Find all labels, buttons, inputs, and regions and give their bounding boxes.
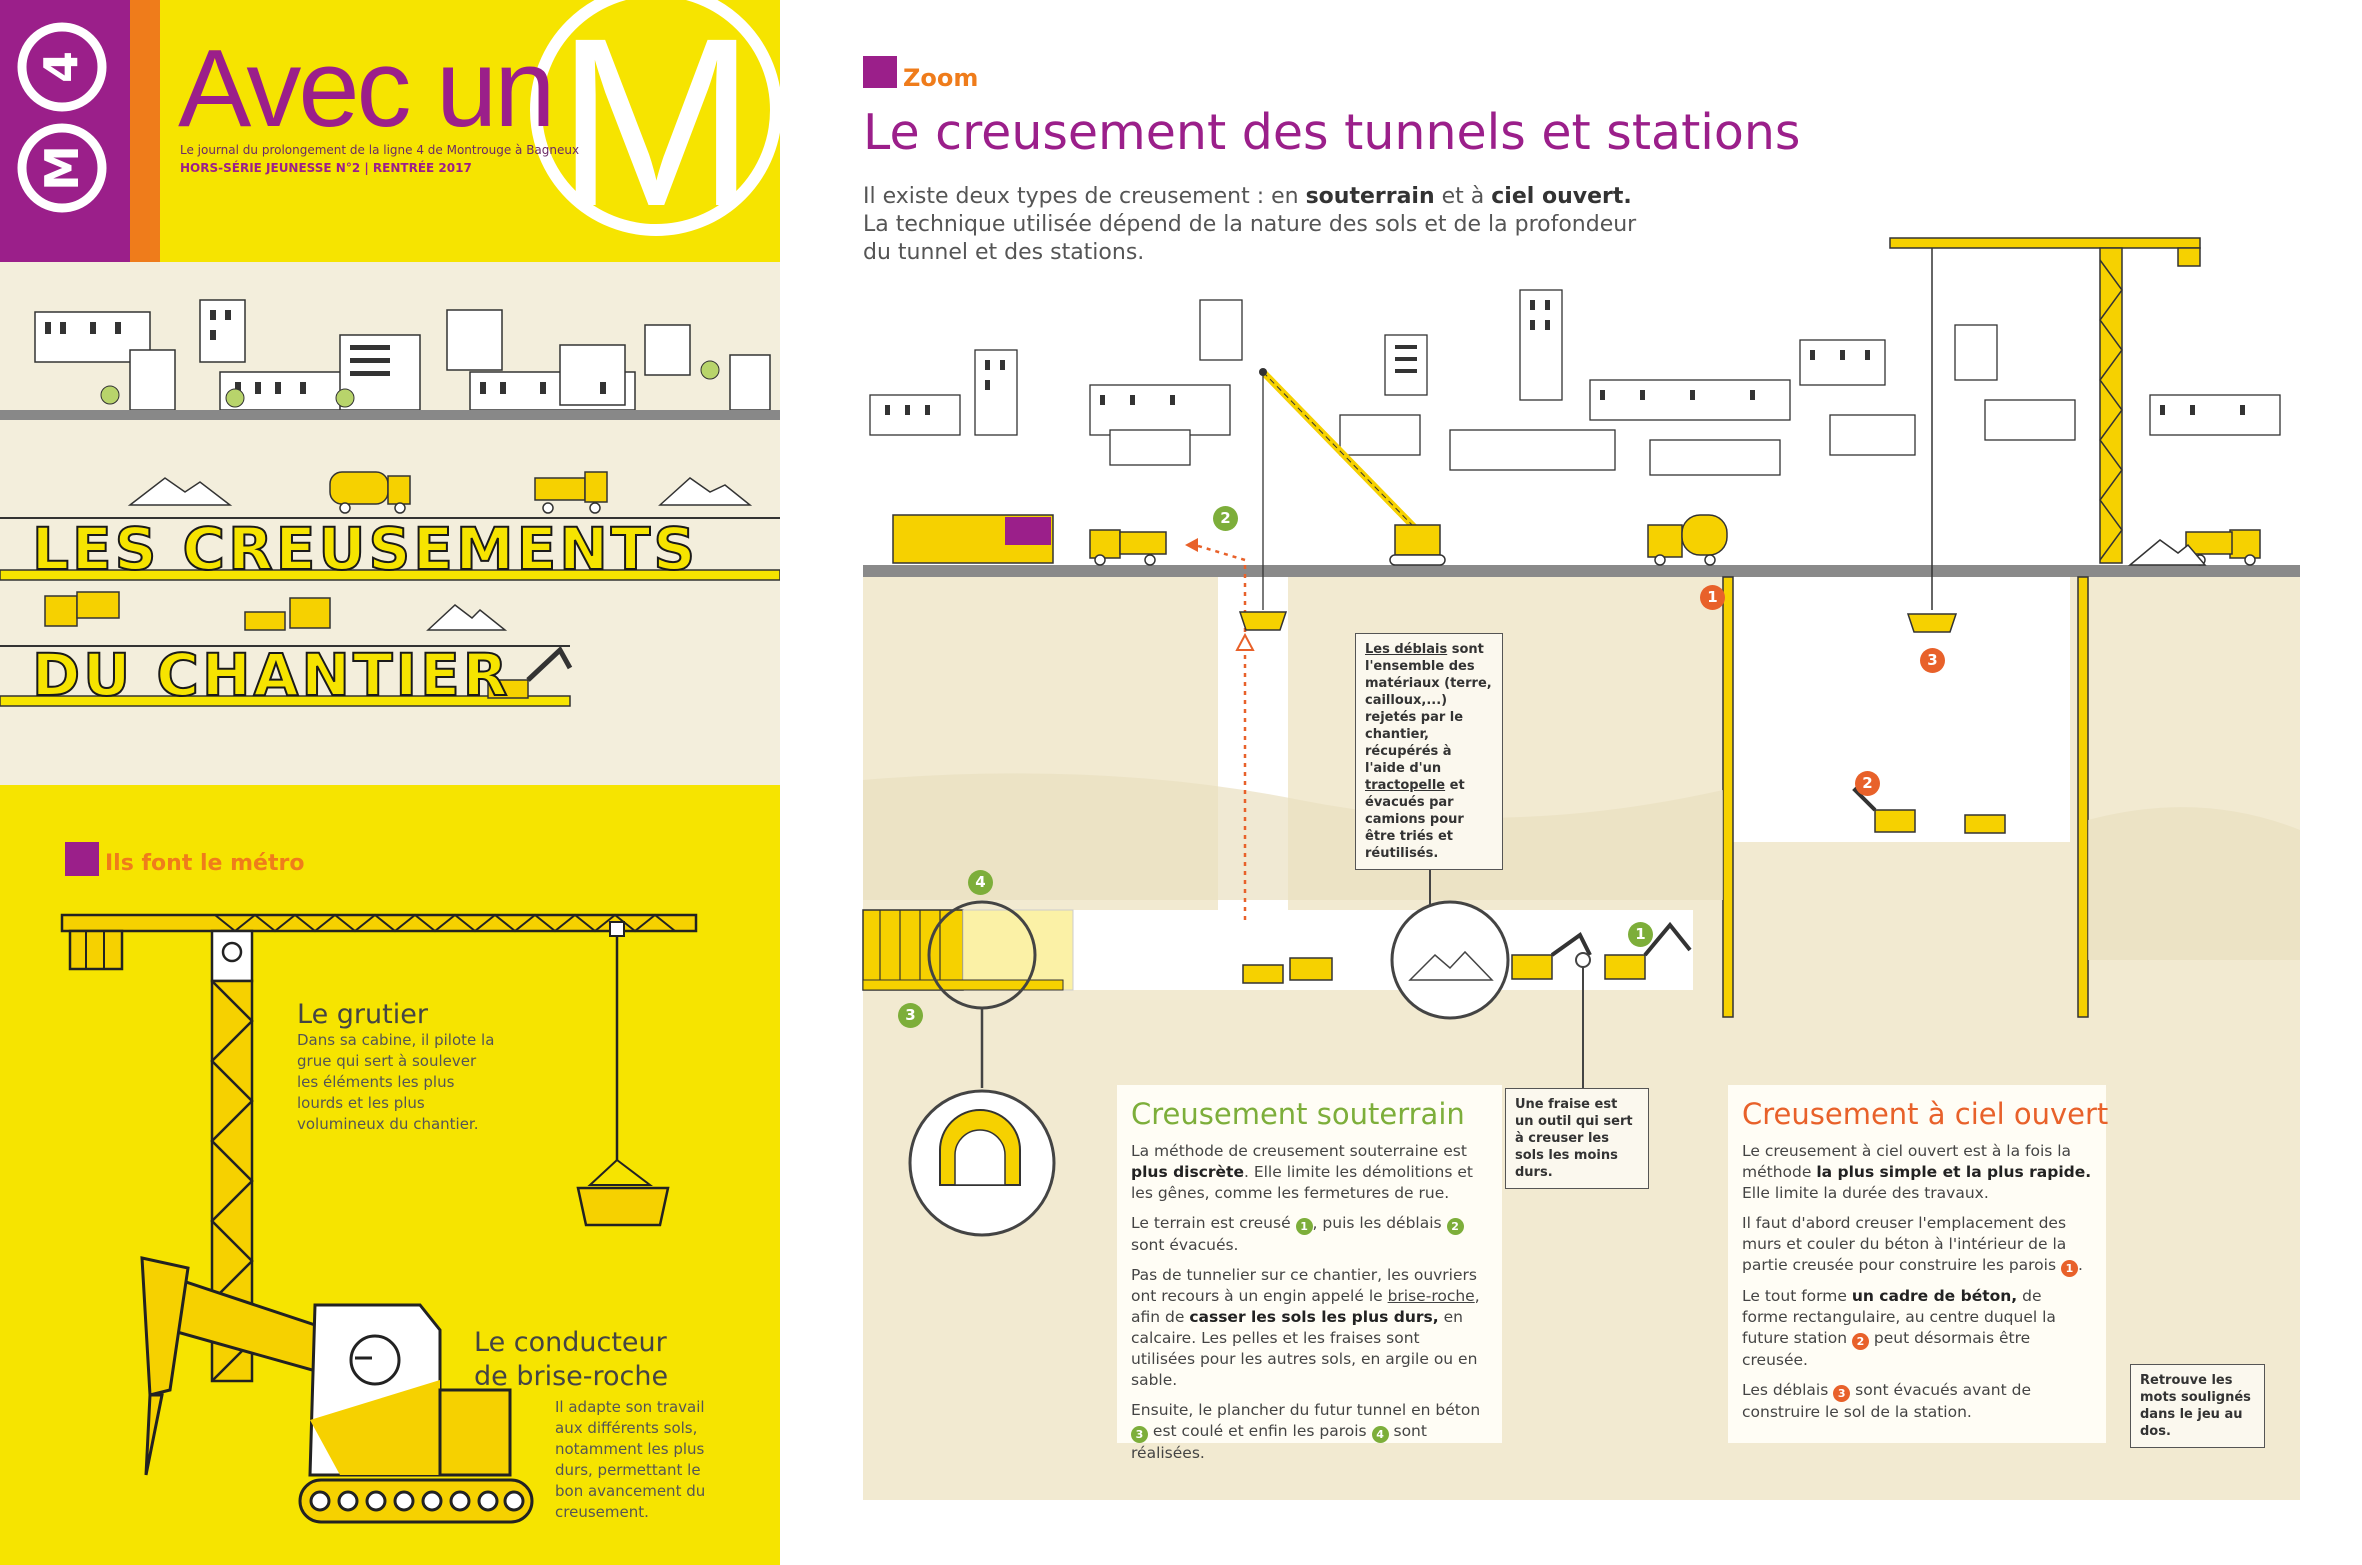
text: est coulé et enfin les parois [1148, 1421, 1372, 1440]
zoom-marker-icon [863, 56, 897, 88]
cover-title-line2: DU CHANTIER [31, 641, 511, 709]
text: de forme rectangulaire, au centre duquel… [1742, 1286, 2056, 1347]
text: Les déblais [1742, 1380, 1834, 1399]
text: . [2077, 1255, 2083, 1274]
term-tractopelle: tractopelle [1365, 778, 1446, 793]
marker-2-green: 2 [1213, 506, 1238, 531]
svg-text:M: M [556, 0, 756, 256]
marker-4-green: 4 [1371, 1425, 1389, 1443]
intro-line2: La technique utilisée dépend de la natur… [863, 212, 1637, 265]
zoom-kicker: Zoom [903, 64, 979, 92]
panel-paragraph: Le tout forme un cadre de béton, de form… [1742, 1286, 2092, 1371]
text: . Elle limite les démolitions et les gên… [1131, 1162, 1473, 1202]
section-marker-icon [65, 842, 99, 876]
panel-ciel-ouvert-title: Creusement à ciel ouvert [1742, 1097, 2109, 1131]
text: Le terrain est creusé [1131, 1213, 1296, 1232]
text: sont réalisées. [1131, 1421, 1427, 1462]
panel-souterrain-title: Creusement souterrain [1131, 1097, 1465, 1131]
marker-2-orange: 2 [1851, 1332, 1869, 1350]
role-title-conducteur-line2: de brise-roche [474, 1360, 669, 1392]
intro-part: Il existe deux types de creusement : en [863, 184, 1306, 209]
text: sont évacués avant de construire le sol … [1742, 1380, 2032, 1421]
note-retrouve: Retrouve les mots soulignés dans le jeu … [2130, 1364, 2265, 1448]
panel-paragraph: Le terrain est creusé 1, puis les déblai… [1131, 1213, 1488, 1256]
svg-text:4: 4 [34, 51, 88, 83]
panel-ciel-ouvert: Creusement à ciel ouvert Le creusement à… [1728, 1085, 2109, 1443]
accent-strip [130, 0, 160, 262]
role-title-conducteur: Le conducteur de brise-roche [474, 1326, 668, 1394]
bold-text: casser les sols les plus durs, [1189, 1307, 1439, 1326]
text: peut désormais être creusée. [1742, 1328, 2031, 1369]
m4-logo-icon: 4 M [17, 22, 107, 213]
marker-2-orange: 2 [1855, 771, 1880, 796]
text: en calcaire. Les pelles et les fraises s… [1131, 1307, 1478, 1389]
role-text-grutier: Dans sa cabine, il pilote la grue qui se… [297, 1031, 495, 1133]
text: Le creusement à ciel ouvert est à la foi… [1742, 1141, 2072, 1181]
svg-text:M: M [35, 145, 89, 191]
marker-1-green: 1 [1628, 922, 1653, 947]
panel-paragraph: La méthode de creusement souterraine est… [1131, 1141, 1488, 1204]
marker-3-orange: 3 [1833, 1384, 1851, 1402]
line-badge: 4 M [0, 0, 130, 262]
big-m-logo-icon: M [530, 0, 780, 256]
role-text-conducteur: Il adapte son travail aux différents sol… [555, 1398, 706, 1521]
note-text: et évacués par camions pour être triés e… [1365, 778, 1465, 861]
panel-paragraph: Le creusement à ciel ouvert est à la foi… [1742, 1141, 2092, 1204]
intro-part: et à [1434, 184, 1492, 209]
note-fraise: Une fraise est un outil qui sert à creus… [1505, 1088, 1649, 1189]
text: Il faut d'abord creuser l'emplacement de… [1742, 1213, 2067, 1274]
marker-3-orange: 3 [1920, 648, 1945, 673]
panel-paragraph: Les déblais 3 sont évacués avant de cons… [1742, 1380, 2092, 1423]
panel-souterrain: Creusement souterrain La méthode de creu… [1117, 1085, 1502, 1462]
marker-2-green: 2 [1446, 1217, 1464, 1235]
text: Le tout forme [1742, 1286, 1852, 1305]
crane-and-breaker-illustration [60, 913, 698, 1524]
section-label-ils-font: Ils font le métro [105, 851, 305, 876]
bold-text: un cadre de béton, [1851, 1286, 2018, 1305]
bold-text: la plus simple et la plus rapide. [1816, 1162, 2092, 1181]
panel-paragraph: Pas de tunnelier sur ce chantier, les ou… [1131, 1265, 1488, 1391]
journal-subtitle: Le journal du prolongement de la ligne 4… [180, 143, 580, 157]
bold-text: plus discrète [1131, 1162, 1244, 1181]
cover-illustration [0, 299, 780, 707]
marker-1-green: 1 [1295, 1217, 1313, 1235]
panel-paragraph: Ensuite, le plancher du futur tunnel en … [1131, 1400, 1488, 1464]
role-title-conducteur-line1: Le conducteur [474, 1327, 667, 1358]
note-deblais: Les déblais sont l'ensemble des matériau… [1355, 633, 1503, 870]
term-deblais: Les déblais [1365, 642, 1448, 657]
text: , afin de [1131, 1286, 1480, 1326]
cover-title-line1: LES CREUSEMENTS [31, 515, 699, 583]
journal-edition: HORS-SÉRIE JEUNESSE N°2 | RENTRÉE 2017 [180, 161, 472, 175]
role-title-grutier: Le grutier [297, 999, 428, 1030]
marker-3-green: 3 [898, 1003, 923, 1028]
marker-1-orange: 1 [1700, 585, 1725, 610]
text: La méthode de creusement souterraine est [1131, 1141, 1467, 1160]
text: sont évacués. [1131, 1235, 1239, 1254]
term-brise-roche: brise-roche [1387, 1286, 1475, 1305]
text: Ensuite, le plancher du futur tunnel en … [1131, 1400, 1481, 1419]
text: Elle limite la durée des travaux. [1742, 1183, 1989, 1202]
marker-3-green: 3 [1131, 1425, 1148, 1443]
intro-bold: ciel ouvert. [1491, 184, 1632, 209]
page-title: Le creusement des tunnels et stations [863, 104, 1801, 161]
marker-1-orange: 1 [2060, 1259, 2078, 1277]
intro-bold: souterrain [1305, 184, 1435, 209]
panel-paragraph: Il faut d'abord creuser l'emplacement de… [1742, 1213, 2092, 1277]
journal-title: Avec un [178, 27, 555, 150]
note-text: sont l'ensemble des matériaux (terre, ca… [1365, 642, 1492, 776]
marker-4-green: 4 [968, 870, 993, 895]
text: , puis les déblais [1312, 1213, 1447, 1232]
text: Pas de tunnelier sur ce chantier, les ou… [1131, 1265, 1477, 1305]
intro-text: Il existe deux types de creusement : en … [863, 183, 1663, 267]
